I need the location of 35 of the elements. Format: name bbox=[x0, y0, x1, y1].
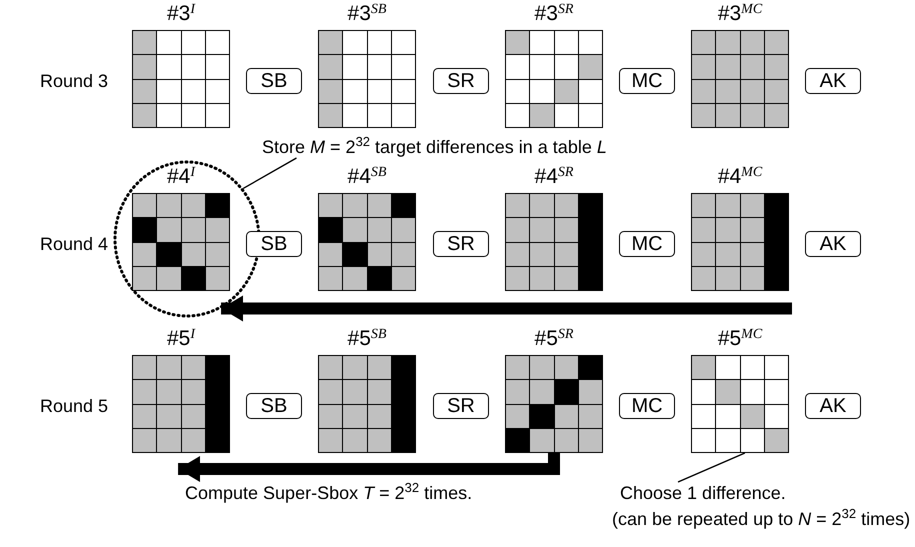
operation-box: SR bbox=[433, 68, 489, 94]
row-label: Round 5 bbox=[40, 395, 108, 417]
operation-box: AK bbox=[805, 231, 861, 257]
note-text: Store M = 2$^{32}$ target differences in a table L bbox=[262, 136, 607, 158]
state-label: #3$^{I}$ bbox=[166, 2, 196, 26]
operation-box: AK bbox=[805, 68, 861, 94]
arrow bbox=[178, 453, 560, 482]
operation-box: MC bbox=[619, 393, 675, 419]
operation-box: SR bbox=[433, 231, 489, 257]
leader-line bbox=[678, 452, 746, 483]
note-text: (can be repeated up to N = 2$^{32}$ times) bbox=[612, 508, 910, 530]
state-label: #4$^{I}$ bbox=[166, 165, 196, 189]
arrow bbox=[221, 296, 792, 322]
state-label: #5$^{I}$ bbox=[166, 327, 196, 351]
operation-box: SR bbox=[433, 393, 489, 419]
row-label: Round 3 bbox=[40, 70, 108, 92]
state-label: #5$^{SR}$ bbox=[534, 327, 574, 351]
state-label: #5$^{SB}$ bbox=[346, 327, 388, 351]
operation-box: MC bbox=[619, 231, 675, 257]
operation-box: MC bbox=[619, 68, 675, 94]
state-label: #5$^{MC}$ bbox=[716, 327, 764, 351]
operation-box: SB bbox=[246, 231, 302, 257]
note-text: Compute Super-Sbox T = 2$^{32}$ times. bbox=[185, 482, 472, 504]
state-label: #3$^{SB}$ bbox=[346, 2, 388, 26]
note-text: Choose 1 difference. bbox=[620, 482, 786, 504]
state-label: #3$^{SR}$ bbox=[534, 2, 574, 26]
operation-box: AK bbox=[805, 393, 861, 419]
state-label: #4$^{SR}$ bbox=[534, 165, 574, 189]
state-label: #3$^{MC}$ bbox=[716, 2, 764, 26]
state-label: #4$^{SB}$ bbox=[346, 165, 388, 189]
state-label: #4$^{MC}$ bbox=[716, 165, 764, 189]
operation-box: SB bbox=[246, 393, 302, 419]
operation-box: SB bbox=[246, 68, 302, 94]
leader-line bbox=[242, 157, 297, 189]
row-label: Round 4 bbox=[40, 233, 108, 255]
